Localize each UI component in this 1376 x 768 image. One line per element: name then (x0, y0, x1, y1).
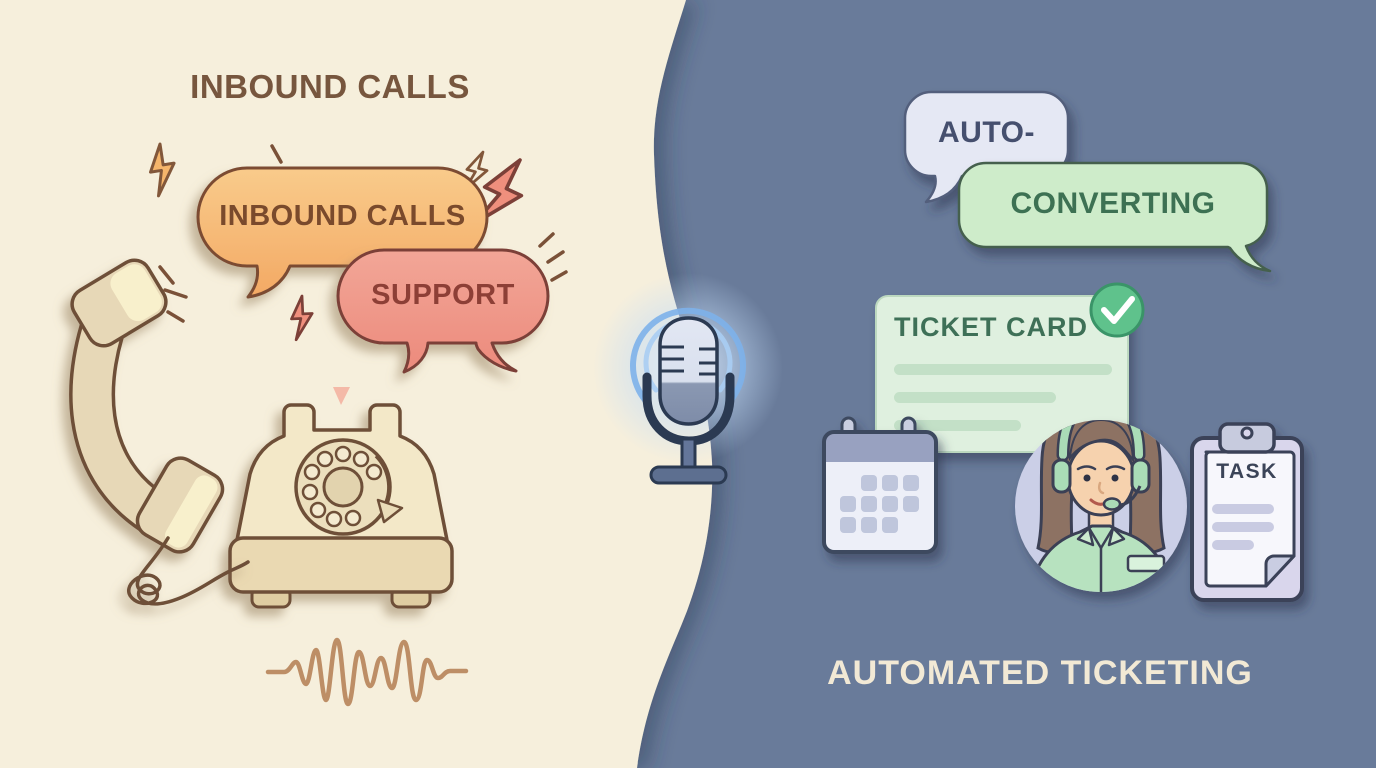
dial-arrow (374, 454, 391, 506)
calendar-icon (822, 416, 938, 554)
agent-name-tag (1126, 554, 1166, 573)
check-circle-icon (1089, 282, 1145, 338)
speech-bubble-support (336, 248, 550, 374)
speech-bubble-converting (957, 161, 1272, 273)
telephone-handset-icon (69, 258, 250, 606)
spark-tick (270, 144, 283, 164)
spark-ticks-handset (158, 265, 188, 323)
mic-glow-arc-outer (630, 307, 746, 403)
sound-waveform-icon (265, 637, 469, 707)
microphone-icon (593, 273, 783, 485)
left-panel-background (0, 0, 713, 768)
lightning-bolt-orange-icon (149, 142, 176, 198)
lightning-bolt-salmon-small-icon (290, 294, 314, 342)
ring-pointer (333, 387, 350, 405)
spark-ticks-right (538, 232, 568, 282)
rotary-phone-icon (228, 403, 454, 609)
clipboard-icon (1190, 422, 1304, 602)
ticket-card (875, 295, 1129, 453)
phone-cord (127, 536, 250, 606)
